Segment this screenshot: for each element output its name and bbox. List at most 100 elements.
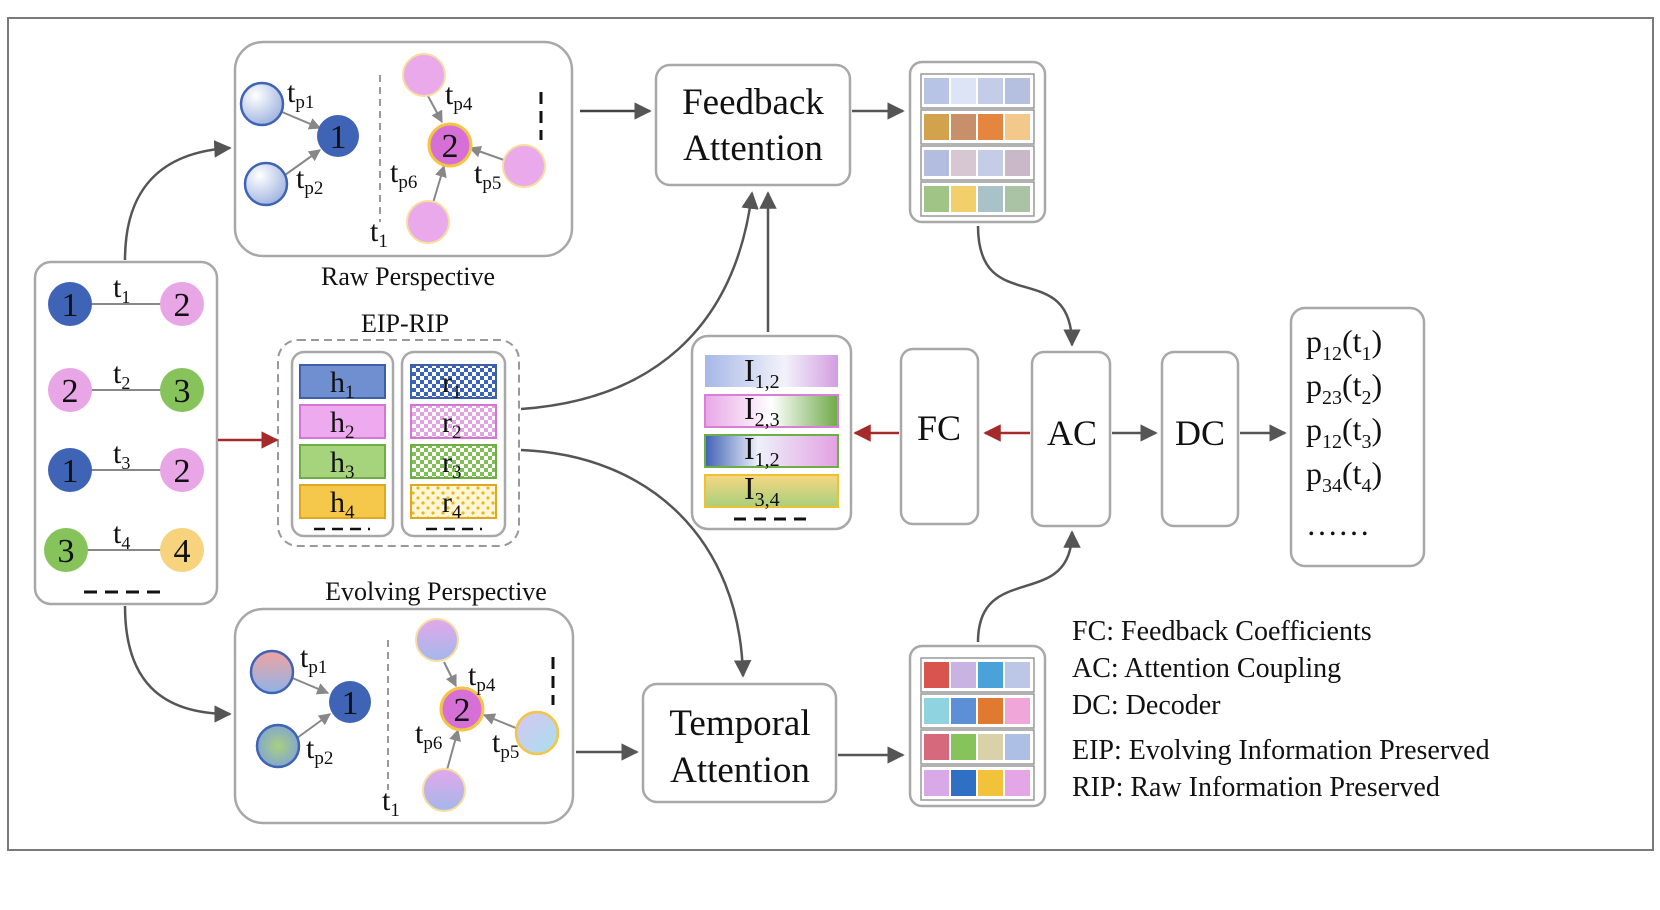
node-2-pink	[160, 448, 204, 492]
center-label: 2	[442, 128, 459, 165]
neighbor-node	[249, 649, 295, 695]
h-label: h3	[330, 446, 355, 483]
eip-rip-caption: EIP-RIP	[361, 309, 449, 338]
tp-label: tp1	[287, 76, 314, 113]
r-block	[410, 484, 497, 519]
node-1-blue	[48, 448, 92, 492]
node-label: 3	[174, 373, 191, 410]
output-panel: p12(t1) p23(t2) p12(t3) p34(t4) ……	[1289, 306, 1426, 568]
edge-time-label: t4	[113, 517, 130, 553]
dc-module: DC	[1160, 350, 1240, 528]
interaction-block	[705, 355, 838, 387]
output-item: p12(t3)	[1306, 411, 1382, 453]
r-block	[410, 444, 497, 479]
legend-item: FC: Feedback Coefficients	[1072, 616, 1372, 647]
arrow	[520, 191, 759, 411]
interaction-panel: I1,2 I2,3 I1,2 I3,4	[690, 334, 853, 531]
neighbor-node	[243, 161, 289, 207]
h-block	[299, 404, 386, 439]
node-label: 1	[62, 453, 79, 490]
output-item: p23(t2)	[1306, 367, 1382, 409]
node-label: 2	[174, 453, 191, 490]
edge-time-label: t3	[113, 437, 130, 473]
neighbor-node	[514, 710, 560, 756]
neighbor-node	[406, 200, 450, 244]
edge-row-1: 1 2 t1	[48, 271, 204, 326]
h-block	[299, 364, 386, 399]
node-2-pink	[48, 368, 92, 412]
edge-list-panel: 1 2 t1 2 3 t2 1 2 t3 3 4 t4	[33, 260, 219, 606]
tp-label: tp2	[296, 162, 323, 199]
evolving-perspective-panel: 1 tp1 tp2 2 tp4 tp5 tp6 t1	[233, 607, 575, 825]
center-node-2	[427, 122, 473, 168]
time-label: t1	[370, 215, 388, 252]
r-label: r4	[442, 486, 462, 523]
h-label: h1	[330, 366, 355, 403]
tp-label: tp6	[415, 717, 442, 754]
box-label: Attention	[670, 750, 810, 791]
edge-time-label: t2	[113, 357, 130, 393]
output-item: p12(t1)	[1306, 323, 1382, 365]
raw-perspective-caption: Raw Perspective	[321, 262, 495, 291]
box-label: Attention	[683, 128, 823, 169]
tp-label: tp1	[300, 641, 327, 678]
evolving-perspective-caption: Evolving Perspective	[325, 577, 547, 606]
h-label: h2	[330, 406, 355, 443]
interaction-label: I3,4	[744, 470, 780, 511]
arrow	[976, 225, 1081, 347]
edge-row-4: 3 4 t4	[44, 517, 204, 572]
legend: FC: Feedback Coefficients AC: Attention …	[1072, 616, 1490, 803]
h-block	[299, 444, 386, 479]
eip-rip-panel: h1 h2 h3 h4 r1 r2 r3 r4	[277, 339, 520, 547]
node-3-green	[44, 528, 88, 572]
neighbor-node	[255, 723, 301, 769]
temporal-attention-matrix	[908, 644, 1047, 808]
box-label: Feedback	[682, 82, 824, 123]
edge-row-2: 2 3 t2	[48, 357, 204, 412]
temporal-attention-box: Temporal Attention	[641, 682, 838, 804]
dc-label: DC	[1175, 413, 1225, 453]
neighbor-node	[402, 53, 446, 97]
arrow	[123, 140, 232, 261]
legend-item: RIP: Raw Information Preserved	[1072, 772, 1440, 803]
r-block	[410, 364, 497, 399]
tp-label: tp5	[492, 726, 519, 763]
node-3-green	[160, 368, 204, 412]
raw-perspective-panel: 1 tp1 tp2 2 tp4 tp5 tp6 t1	[233, 40, 574, 258]
arrow	[976, 530, 1081, 643]
tp-label: tp6	[390, 156, 417, 193]
center-node-1	[329, 681, 371, 723]
feedback-attention-matrix	[908, 60, 1047, 224]
interaction-block	[704, 434, 839, 468]
ac-label: AC	[1047, 413, 1097, 453]
outer-frame	[7, 17, 1654, 851]
edge-time-label: t1	[113, 271, 130, 307]
legend-item: AC: Attention Coupling	[1072, 653, 1341, 684]
edge-row-3: 1 2 t3	[48, 437, 204, 492]
node-2-pink	[160, 282, 204, 326]
r-label: r1	[442, 366, 462, 403]
feedback-attention-box: Feedback Attention	[654, 63, 852, 187]
ac-module: AC	[1030, 350, 1112, 528]
center-label: 2	[454, 692, 471, 729]
interaction-block	[704, 394, 839, 428]
node-1-blue	[48, 282, 92, 326]
interaction-label: I1,2	[744, 430, 780, 471]
box-label: Temporal	[669, 703, 810, 744]
interaction-block	[704, 474, 839, 508]
node-label: 4	[174, 533, 191, 570]
neighbor-node	[415, 618, 459, 662]
fc-label: FC	[917, 408, 961, 448]
tp-label: tp2	[306, 732, 333, 769]
h-block	[299, 484, 386, 519]
interaction-label: I2,3	[744, 390, 780, 431]
neighbor-node	[422, 768, 466, 812]
interaction-label: I1,2	[744, 352, 780, 393]
neighbor-node	[502, 144, 546, 188]
r-label: r2	[442, 406, 462, 443]
arrow	[520, 448, 752, 678]
tp-label: tp4	[445, 78, 473, 115]
output-item: p34(t4)	[1306, 455, 1382, 497]
center-node-1	[317, 115, 359, 157]
